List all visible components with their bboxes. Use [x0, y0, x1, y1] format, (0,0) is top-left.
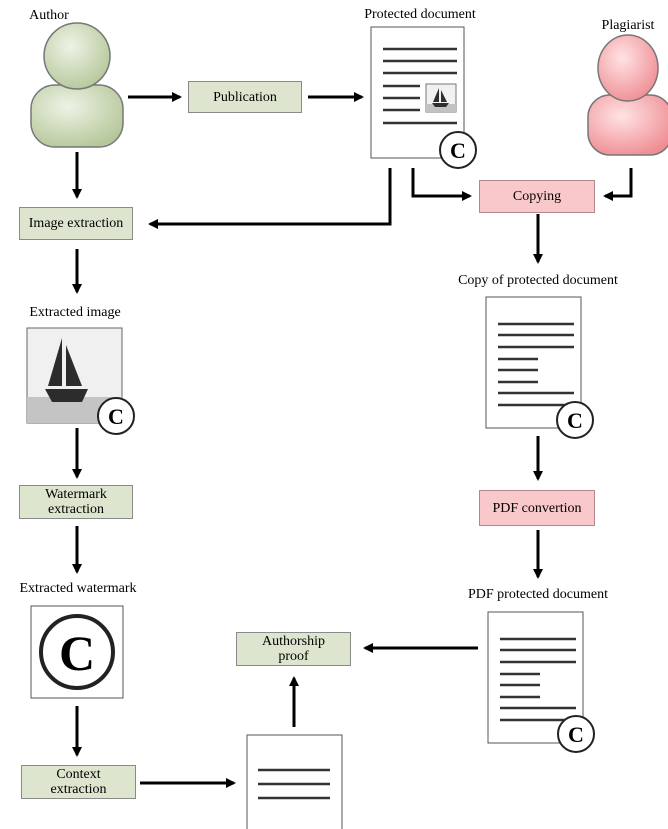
image-extraction-box: Image extraction	[19, 207, 133, 240]
extracted-watermark-icon: C	[30, 605, 124, 699]
watermark-extraction-box: Watermark extraction	[19, 485, 133, 519]
context-document-icon	[246, 734, 343, 829]
protected-document-icon	[370, 26, 465, 159]
pdf-convertion-box: PDF convertion	[479, 490, 595, 526]
svg-text:C: C	[59, 625, 95, 681]
author-label: Author	[29, 8, 69, 23]
arrow-plagiarist-to-copying	[603, 168, 633, 201]
arrow-document-to-copying	[411, 168, 472, 201]
arrow-document-to-image-extraction	[148, 168, 392, 229]
svg-text:C: C	[567, 408, 583, 433]
copyright-icon: C	[557, 715, 595, 753]
pdf-protected-document-label: PDF protected document	[468, 587, 608, 602]
sailboat-image-icon	[425, 83, 457, 113]
author-icon	[30, 22, 124, 148]
extracted-image-label: Extracted image	[29, 305, 121, 320]
plagiarist-label: Plagiarist	[601, 18, 655, 33]
copy-of-protected-document-label: Copy of protected document	[458, 273, 618, 288]
svg-text:C: C	[108, 404, 124, 429]
flow-arrows	[72, 92, 633, 788]
publication-box: Publication	[188, 81, 302, 113]
plagiarist-icon	[587, 34, 668, 156]
svg-text:C: C	[568, 722, 584, 747]
copyright-icon: C	[439, 131, 477, 169]
extracted-watermark-label: Extracted watermark	[19, 581, 137, 596]
authorship-proof-box: Authorship proof	[236, 632, 351, 666]
copyright-icon: C	[97, 397, 135, 435]
copyright-icon: C	[556, 401, 594, 439]
context-extraction-box: Context extraction	[21, 765, 136, 799]
svg-text:C: C	[450, 138, 466, 163]
copying-box: Copying	[479, 180, 595, 213]
protected-document-label: Protected document	[364, 7, 476, 22]
